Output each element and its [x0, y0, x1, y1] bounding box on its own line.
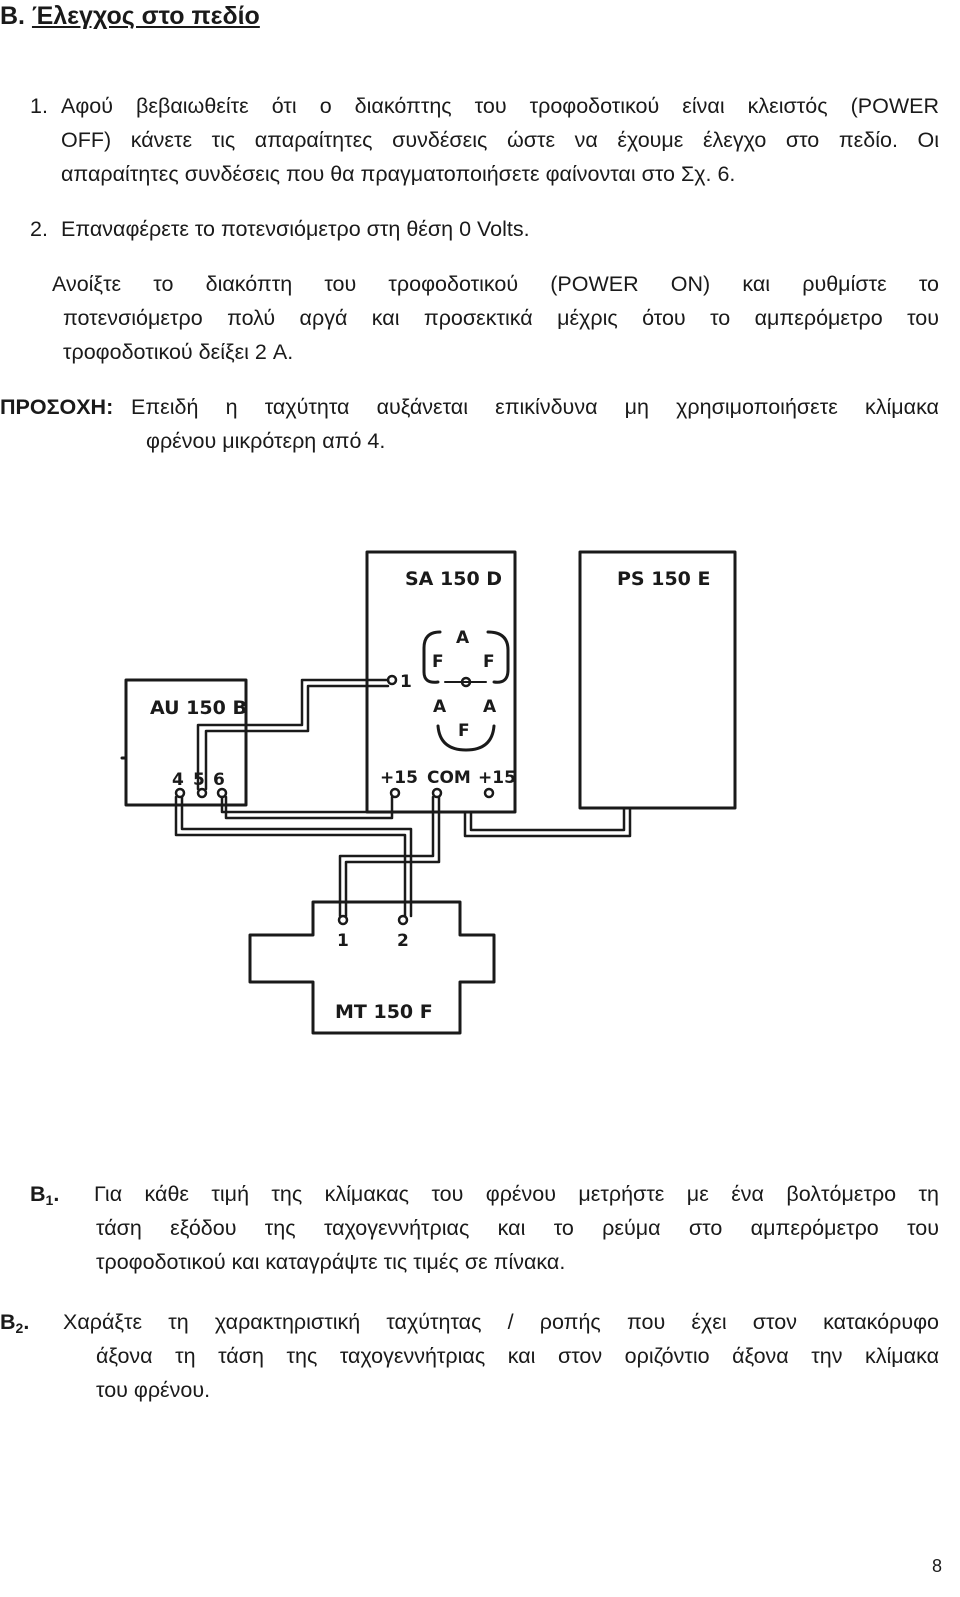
- ps150e-unit: [578, 550, 737, 810]
- step1-line3: απαραίτητες συνδέσεις που θα πραγματοποι…: [61, 162, 736, 186]
- mt150f-unit: [248, 900, 496, 1035]
- bridge-top-a: A: [456, 628, 470, 648]
- sa-jack-plus15-left: [389, 787, 401, 799]
- sa-terminal-1-label: 1: [400, 672, 412, 692]
- sa-jack-com: [431, 787, 443, 799]
- step3-line3: τροφοδοτικού δείξει 2 A.: [63, 340, 294, 364]
- step3-line1: Ανοίξτε το διακόπτη του τροφοδοτικού (PO…: [52, 272, 939, 296]
- section-title: Έλεγχος στο πεδίο: [31, 2, 260, 30]
- b1-dot: .: [53, 1182, 60, 1206]
- step1-line2: OFF) κάνετε τις απαραίτητες συνδέσεις ώσ…: [61, 128, 939, 152]
- step1-number: 1.: [30, 94, 48, 118]
- b1-letter: B: [30, 1182, 46, 1206]
- section-heading: B. Έλεγχος στο πεδίο: [0, 2, 260, 31]
- sa-terminal-com: COM: [427, 768, 471, 788]
- wire-sa1-au5-return: [204, 684, 390, 791]
- page-number: 8: [931, 1556, 942, 1576]
- bridge-link-left: [422, 630, 442, 684]
- mt150f-title: MT 150 F: [335, 1001, 433, 1023]
- b2-letter: B: [0, 1310, 16, 1334]
- bridge-a-left: A: [433, 697, 447, 717]
- mt-terminal-1: 1: [337, 931, 349, 951]
- au-jack-5: [196, 787, 208, 799]
- b1-line2: τάση εξόδου της ταχογεννήτριας και το ρε…: [96, 1216, 939, 1240]
- wire-au6-sa15: [224, 795, 394, 820]
- b2-line3: του φρένου.: [96, 1378, 211, 1402]
- sa-jack-plus15-right: [483, 787, 495, 799]
- mt-jack-1: [337, 914, 349, 926]
- wire-au4-mt2-return: [180, 795, 413, 918]
- wires: [174, 678, 632, 918]
- b1-label: B1.: [30, 1177, 59, 1217]
- b2-label: B2.: [0, 1305, 29, 1345]
- step1-line1: Αφού βεβαιωθείτε ότι ο διακόπτης του τρο…: [61, 94, 939, 118]
- sa-terminal-plus15-right: +15: [478, 768, 516, 788]
- warning-line2: φρένου μικρότερη από 4.: [146, 429, 386, 453]
- bridge-link-bottom: [436, 724, 496, 752]
- wire-com-mt1: [338, 795, 435, 918]
- au-terminal-4: 4: [172, 770, 184, 790]
- wire-sa1-au5: [196, 678, 390, 791]
- mt-terminal-2: 2: [397, 931, 409, 951]
- wire-sa-ps: [463, 806, 632, 838]
- sa-terminal-plus15-left: +15: [380, 768, 418, 788]
- wire-au6-return: [220, 795, 390, 814]
- sa150d-title: SA 150 D: [405, 568, 502, 590]
- bridge-link-right: [486, 630, 510, 684]
- wire-com-mt1-return: [344, 795, 441, 918]
- warning-label: ΠΡΟΣΟΧΗ:: [0, 395, 114, 419]
- au150b-title: AU 150 B: [150, 697, 247, 719]
- section-prefix: B.: [0, 2, 25, 30]
- b2-subscript: 2: [15, 1320, 24, 1336]
- bridge-bottom-f: F: [458, 721, 470, 741]
- bridge-f-left: F: [432, 652, 444, 672]
- b1-line3: τροφοδοτικού και καταγράψτε τις τιμές σε…: [96, 1250, 566, 1274]
- wire-au4-mt2: [174, 795, 407, 918]
- b2-dot: .: [23, 1310, 30, 1334]
- wiring-diagram: SA 150 D A F F A A F 1 +15 COM +15 PS 15…: [120, 550, 737, 1035]
- sa150d-unit: [365, 550, 517, 814]
- bridge-f-right: F: [483, 652, 495, 672]
- b2-line1: Χαράξτε τη χαρακτηριστική ταχύτητας / ρο…: [63, 1310, 939, 1334]
- ps150e-title: PS 150 E: [617, 568, 710, 590]
- warning-line1: Επειδή η ταχύτητα αυξάνεται επικίνδυνα μ…: [131, 395, 939, 419]
- b1-subscript: 1: [45, 1192, 54, 1208]
- step2-number: 2.: [30, 217, 48, 241]
- au-jack-4: [174, 787, 186, 799]
- step3-line2: ποτενσιόμετρο πολύ αργά και προσεκτικά μ…: [63, 306, 939, 330]
- wire-sa-ps-return: [469, 806, 626, 832]
- b2-line2: άξονα τη τάση της ταχογεννήτριας και στο…: [96, 1344, 939, 1368]
- bridge-a-right: A: [483, 697, 497, 717]
- b1-line1: Για κάθε τιμή της κλίμακας του φρένου με…: [94, 1182, 939, 1206]
- step2-line1: Επαναφέρετε το ποτενσιόμετρο στη θέση 0 …: [61, 217, 530, 241]
- au150b-unit: [124, 678, 248, 807]
- mt-jack-2: [397, 914, 409, 926]
- au-terminal-6: 6: [213, 770, 225, 790]
